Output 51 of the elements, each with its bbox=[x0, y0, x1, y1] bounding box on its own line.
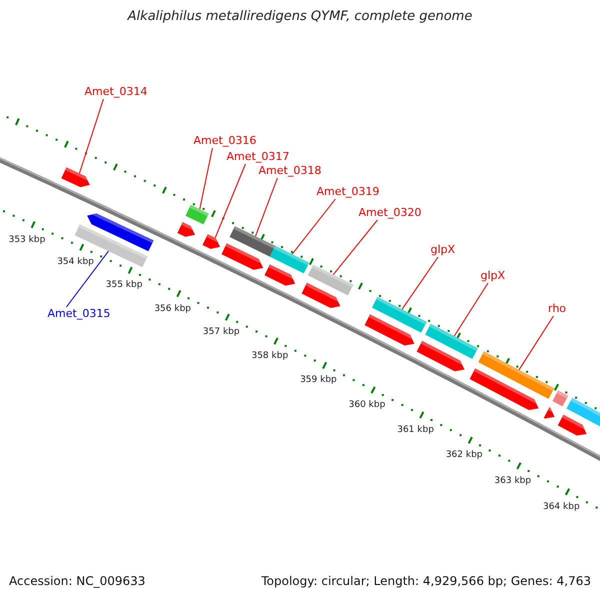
gene-feature bbox=[87, 214, 154, 252]
leader-line bbox=[214, 164, 246, 238]
scale-label: 353 kbp bbox=[8, 236, 46, 246]
gene-feature bbox=[566, 398, 600, 428]
leader-line bbox=[454, 282, 488, 337]
leader-line bbox=[292, 198, 336, 255]
gene-feature bbox=[177, 222, 196, 237]
gene-feature bbox=[552, 390, 568, 406]
title: Alkaliphilus metalliredigens QYMF, complete genome bbox=[126, 10, 474, 24]
gene-label: Amet_0317 bbox=[226, 151, 290, 164]
gene-feature bbox=[230, 226, 276, 258]
leader-line bbox=[78, 98, 104, 174]
gene-feature bbox=[544, 407, 555, 418]
genome-info-text: Topology: circular; Length: 4,929,566 bp; Genes: 4,763 bbox=[261, 575, 591, 588]
leader-line bbox=[66, 250, 109, 308]
gene-label: Amet_0319 bbox=[316, 186, 380, 198]
scale-label: 361 kbp bbox=[397, 426, 434, 436]
gene-label: Amet_0316 bbox=[194, 135, 256, 148]
leader-line bbox=[518, 316, 554, 370]
gene-feature bbox=[308, 264, 354, 296]
scale-label: 358 kbp bbox=[251, 352, 288, 362]
leader-line bbox=[402, 256, 438, 310]
scale-label: 356 kbp bbox=[154, 304, 192, 314]
gene-feature bbox=[264, 264, 296, 286]
scale-label: 354 kbp bbox=[57, 258, 94, 268]
leader-line bbox=[254, 178, 278, 237]
leader-line bbox=[332, 220, 378, 276]
gene-feature bbox=[61, 167, 90, 188]
gene-feature bbox=[202, 234, 220, 249]
gene-label: rho bbox=[548, 303, 566, 316]
gene-label: Amet_0315 bbox=[48, 308, 110, 320]
scale-label: 357 kbp bbox=[202, 328, 240, 338]
scale-label: 364 kbp bbox=[542, 502, 580, 513]
gene-feature bbox=[425, 324, 478, 359]
gene-label: Amet_0320 bbox=[358, 207, 422, 220]
gene-feature bbox=[558, 414, 587, 436]
scale-label: 359 kbp bbox=[300, 376, 337, 386]
gene-feature bbox=[270, 246, 310, 274]
scale-label: 362 kbp bbox=[446, 451, 482, 462]
gene-feature bbox=[186, 204, 209, 224]
scale-label: 360 kbp bbox=[348, 401, 386, 411]
gene-label: Amet_0318 bbox=[258, 165, 322, 178]
gene-label: glpX bbox=[430, 244, 456, 256]
leader-line bbox=[199, 148, 213, 210]
accession-text: Accession: NC_009633 bbox=[9, 575, 146, 588]
gene-feature bbox=[478, 351, 554, 399]
scale-label: 363 kbp bbox=[494, 476, 532, 487]
gene-label: Amet_0314 bbox=[84, 86, 148, 98]
scale-label: 355 kbp bbox=[106, 281, 142, 292]
gene-label: glpX bbox=[480, 270, 506, 282]
gene-feature bbox=[372, 296, 427, 333]
